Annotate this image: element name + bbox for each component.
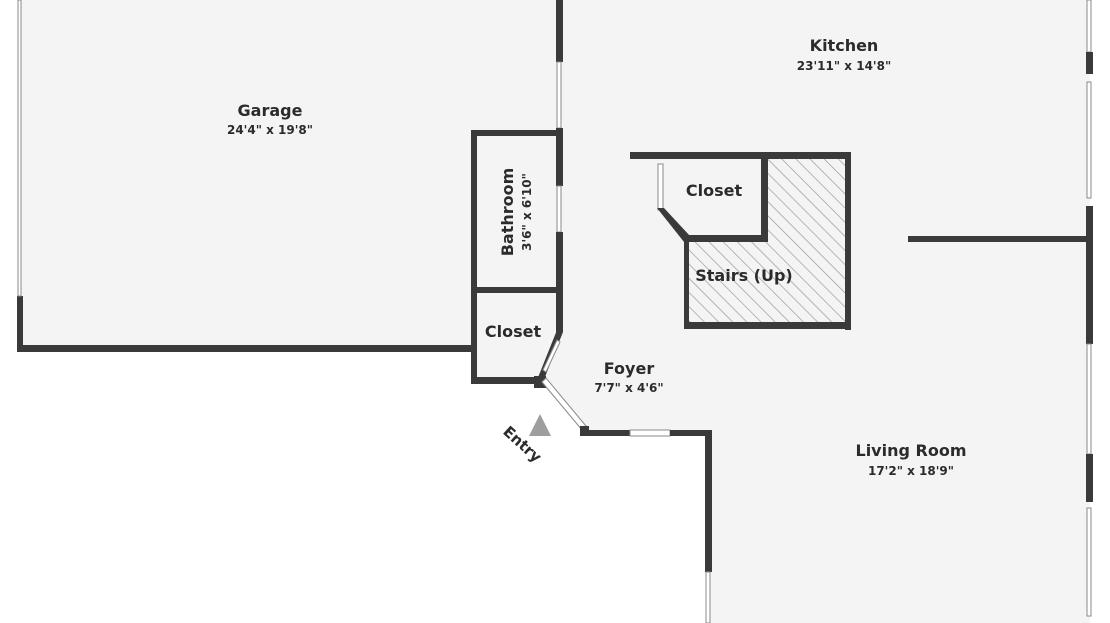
- wall-garage-left: [17, 296, 23, 352]
- wall-bath-left: [471, 130, 477, 384]
- walls: [17, 0, 1093, 623]
- wall-closet-up-diag: [657, 208, 690, 242]
- closet-upper-name: Closet: [686, 181, 743, 200]
- garage-name: Garage: [238, 101, 303, 120]
- wall-bath-right-a: [556, 128, 563, 186]
- closet-lower-floor: [474, 292, 560, 380]
- window-living-right-b: [1086, 507, 1092, 617]
- door-closet-up: [657, 163, 664, 211]
- room-labels: Garage 24'4" x 19'8" Kitchen 23'11" x 14…: [227, 36, 967, 478]
- wall-right-a: [1086, 52, 1093, 74]
- wall-right-b: [1086, 206, 1093, 344]
- wall-foyer-bottom-b: [670, 430, 712, 436]
- wall-bath-bottom: [471, 287, 563, 293]
- window-living-right-a: [1086, 343, 1092, 455]
- garage-dims: 24'4" x 19'8": [227, 123, 313, 137]
- wall-closet-bottom: [471, 377, 541, 384]
- living-room-name: Living Room: [856, 441, 967, 460]
- window-foyer: [629, 429, 671, 437]
- wall-closet-up-bottom: [684, 235, 768, 242]
- window-living-left: [705, 571, 711, 623]
- wall-garage-bottom: [17, 345, 475, 352]
- window-kitchen-right: [1086, 81, 1092, 199]
- foyer-name: Foyer: [604, 359, 655, 378]
- wall-living-left: [705, 430, 712, 572]
- garage-floor: [20, 0, 558, 348]
- living-room-dims: 17'2" x 18'9": [868, 464, 954, 478]
- bathroom-floor: [474, 133, 560, 289]
- closet-upper-floor: [662, 158, 764, 237]
- window-bath-right: [556, 185, 562, 233]
- kitchen-dims: 23'11" x 14'8": [797, 59, 891, 73]
- floor-areas: [20, 0, 1090, 623]
- entry-marker-icon: [529, 414, 551, 436]
- wall-stairs-top: [630, 152, 851, 159]
- wall-foyer-bottom-a: [584, 430, 630, 436]
- window-garage-right: [556, 61, 562, 129]
- door-closet-diag: [542, 339, 561, 373]
- wall-stairs-right: [845, 152, 851, 330]
- wall-stairs-left: [684, 236, 689, 329]
- wall-right-c: [1086, 454, 1093, 502]
- wall-entry-corner: [534, 376, 546, 388]
- closet-lower-name: Closet: [485, 322, 542, 341]
- wall-stairs-bottom: [684, 322, 851, 329]
- window-garage-left: [17, 0, 22, 297]
- foyer-dims: 7'7" x 4'6": [594, 381, 663, 395]
- bathroom-name: Bathroom: [498, 168, 517, 257]
- kitchen-name: Kitchen: [810, 36, 879, 55]
- wall-bath-top: [471, 130, 563, 136]
- bathroom-dims: 3'6" x 6'10": [520, 173, 534, 251]
- stairs-name: Stairs (Up): [695, 266, 793, 285]
- window-kitchen-top: [1086, 0, 1092, 53]
- wall-partition: [908, 236, 1090, 242]
- wall-closet-up-right: [761, 152, 768, 242]
- wall-garage-right-top: [556, 0, 563, 62]
- wall-bath-right-b: [556, 232, 563, 332]
